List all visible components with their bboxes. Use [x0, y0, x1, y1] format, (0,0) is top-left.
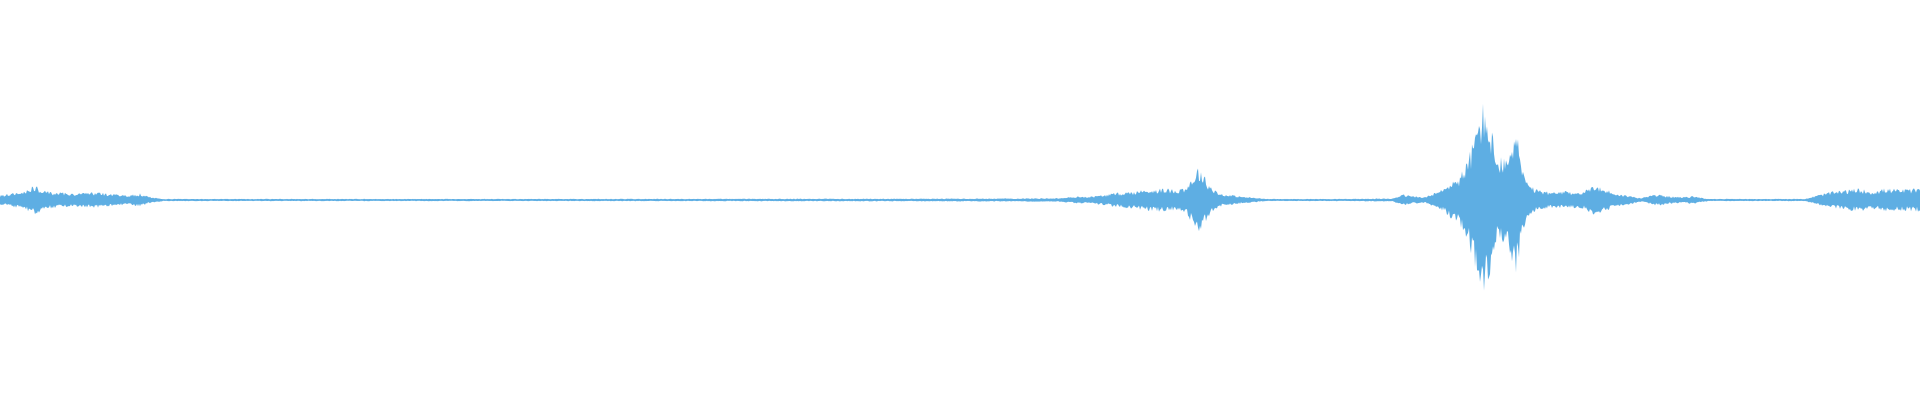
waveform-body	[0, 103, 1920, 291]
